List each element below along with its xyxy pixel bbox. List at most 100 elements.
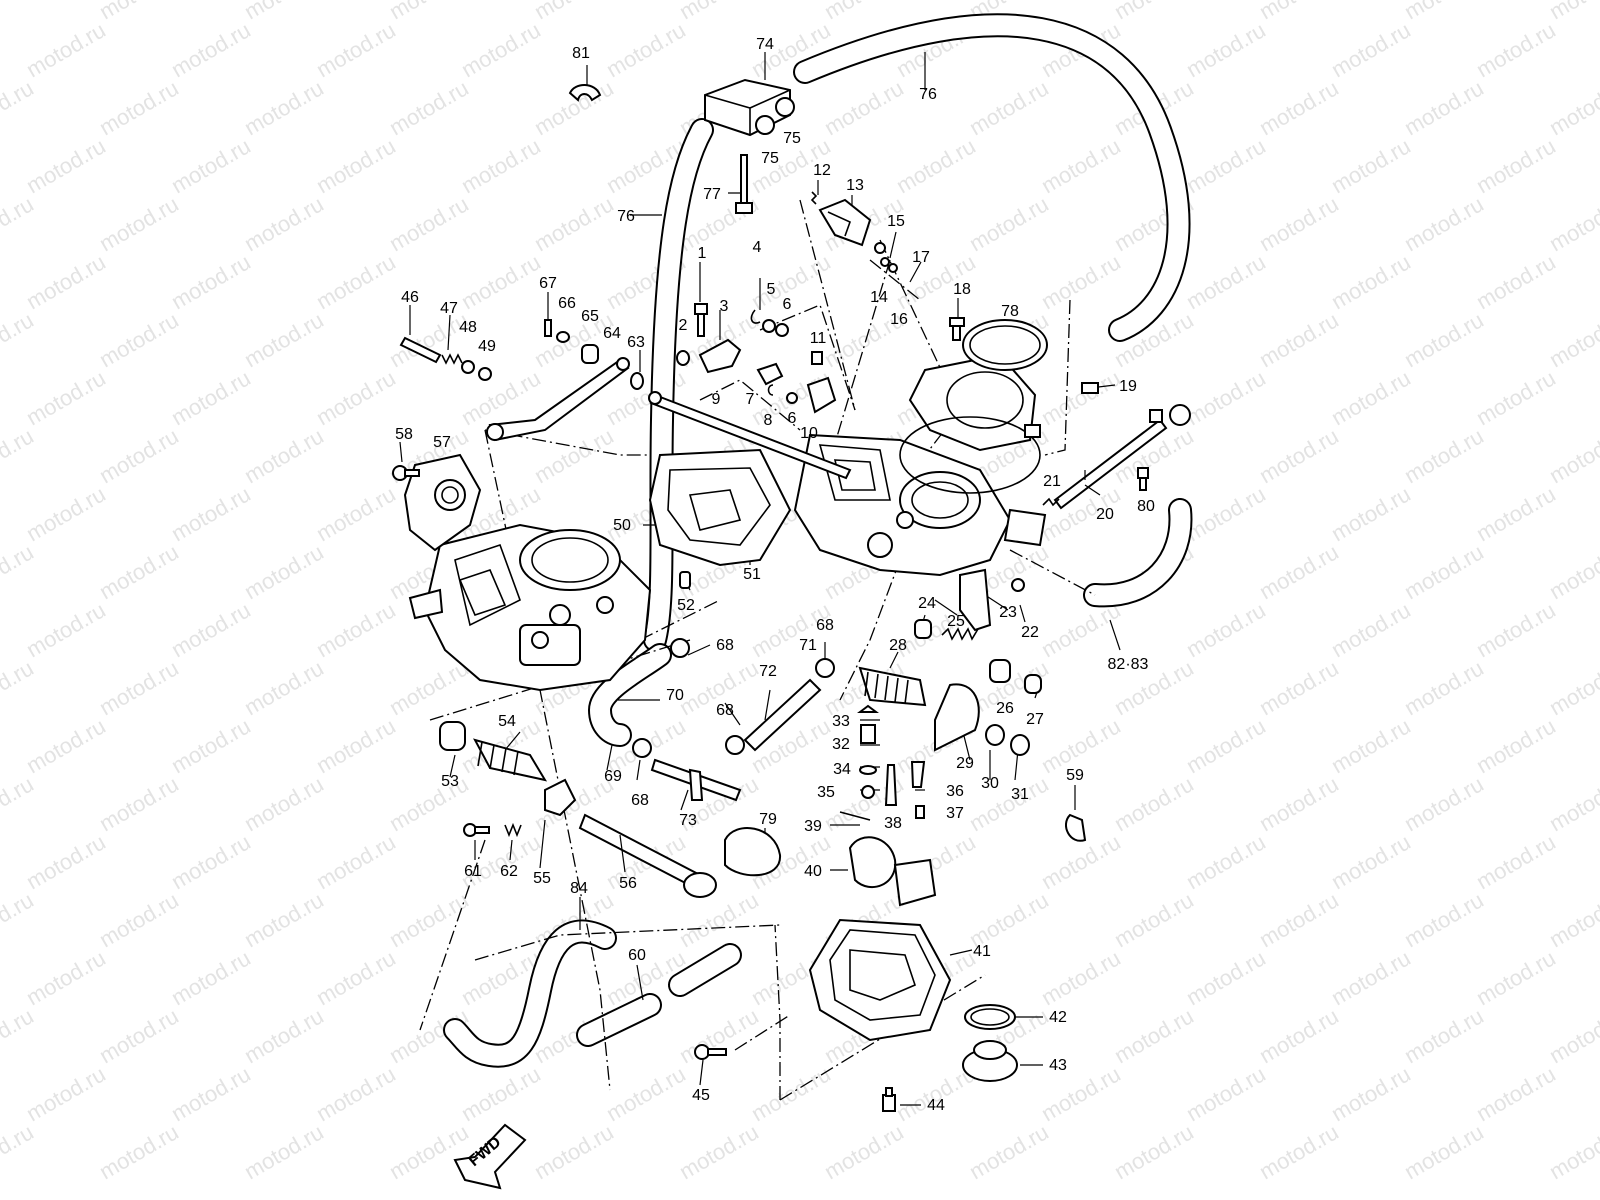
watermark-text: motod.ru (1255, 887, 1343, 952)
watermark-text: motod.ru (1327, 597, 1415, 662)
callout-7: 7 (746, 391, 755, 408)
watermark-text: motod.ru (0, 1003, 38, 1068)
callout-55: 55 (533, 870, 551, 887)
watermark-text: motod.ru (240, 423, 328, 488)
callout-68-c: 68 (716, 702, 734, 719)
callout-54: 54 (498, 713, 516, 730)
watermark-text: motod.ru (1327, 133, 1415, 198)
watermark-text: motod.ru (457, 1061, 545, 1126)
callout-14: 14 (870, 289, 888, 306)
watermark-text: motod.ru (457, 249, 545, 314)
watermark-text: motod.ru (1037, 365, 1125, 430)
cover-plate-50 (648, 448, 792, 567)
callout-64: 64 (603, 325, 621, 342)
watermark-text: motod.ru (312, 713, 400, 778)
watermark-text: motod.ru (1472, 133, 1560, 198)
callout-84: 84 (570, 880, 588, 897)
watermark-text: motod.ru (1182, 133, 1270, 198)
callout-18: 18 (953, 281, 971, 298)
watermark-text: motod.ru (820, 1119, 908, 1184)
callout-37: 37 (946, 805, 964, 822)
callout-63: 63 (627, 334, 645, 351)
watermark-text: motod.ru (167, 17, 255, 82)
watermark-text: motod.ru (675, 1003, 763, 1068)
watermark-text: motod.ru (1182, 597, 1270, 662)
watermark-text: motod.ru (1545, 75, 1600, 140)
callout-30: 30 (981, 775, 999, 792)
watermark-text: motod.ru (95, 1003, 183, 1068)
watermark-text: motod.ru (95, 887, 183, 952)
hose-70 (588, 643, 672, 747)
watermark-text: motod.ru (312, 597, 400, 662)
callout-58: 58 (395, 426, 413, 443)
watermark-text: motod.ru (1545, 191, 1600, 256)
hose-82-83 (1083, 498, 1193, 608)
watermark-text: motod.ru (167, 365, 255, 430)
callout-10: 10 (800, 425, 818, 442)
watermark-text: motod.ru (1472, 365, 1560, 430)
sensor-57 (403, 453, 482, 552)
watermark-text: motod.ru (1472, 945, 1560, 1010)
watermark-text: motod.ru (1472, 597, 1560, 662)
watermark-text: motod.ru (1255, 771, 1343, 836)
watermark-text: motod.ru (1327, 829, 1415, 894)
callout-67: 67 (539, 275, 557, 292)
watermark-text: motod.ru (0, 191, 38, 256)
watermark-text: motod.ru (240, 307, 328, 372)
callout-48: 48 (459, 319, 477, 336)
callout-50: 50 (613, 517, 631, 534)
callout-76-top: 76 (919, 86, 937, 103)
hose-84 (443, 919, 617, 1068)
watermark-text: motod.ru (1255, 0, 1343, 24)
watermark-text: motod.ru (167, 249, 255, 314)
watermark-text: motod.ru (385, 1119, 473, 1184)
watermark-text: motod.ru (1110, 771, 1198, 836)
watermark-text: motod.ru (602, 1061, 690, 1126)
callout-6-bottom: 6 (788, 410, 797, 427)
watermark-text: motod.ru (1327, 365, 1415, 430)
watermark-text: motod.ru (1182, 481, 1270, 546)
watermark-text: motod.ru (240, 655, 328, 720)
callout-73: 73 (679, 812, 697, 829)
watermark-text: motod.ru (1400, 655, 1488, 720)
hose-60 (576, 943, 742, 1047)
callout-13: 13 (846, 177, 864, 194)
callout-24: 24 (918, 595, 936, 612)
watermark-text: motod.ru (1182, 713, 1270, 778)
watermark-text: motod.ru (965, 1119, 1053, 1184)
watermark-text: motod.ru (167, 481, 255, 546)
watermark-text: motod.ru (1327, 1061, 1415, 1126)
watermark-text: motod.ru (1472, 713, 1560, 778)
watermark-text: motod.ru (1110, 1119, 1198, 1184)
callout-9: 9 (712, 391, 721, 408)
callout-6-top: 6 (783, 296, 792, 313)
watermark-text: motod.ru (312, 249, 400, 314)
watermark-text: motod.ru (240, 539, 328, 604)
throttle-shaft-9 (648, 391, 852, 480)
callout-labels: 81 74 76 75 75 77 76 12 13 15 17 14 16 1… (395, 36, 1155, 1114)
watermark-text: motod.ru (1327, 713, 1415, 778)
watermark-text: motod.ru (312, 829, 400, 894)
callout-57: 57 (433, 434, 451, 451)
callout-4: 4 (753, 239, 762, 256)
leader-lines (399, 52, 1121, 1106)
callout-43: 43 (1049, 1057, 1067, 1074)
callout-27: 27 (1026, 711, 1044, 728)
callout-35: 35 (817, 784, 835, 801)
callout-34: 34 (833, 761, 851, 778)
watermark-text: motod.ru (457, 829, 545, 894)
watermark-text: motod.ru (1037, 945, 1125, 1010)
callout-22: 22 (1021, 624, 1039, 641)
callout-40: 40 (804, 863, 822, 880)
watermark-text: motod.ru (965, 771, 1053, 836)
watermark-text: motod.ru (95, 1119, 183, 1184)
watermark-text: motod.ru (240, 191, 328, 256)
watermark-text: motod.ru (1545, 887, 1600, 952)
intake-flange-78 (899, 319, 1048, 494)
watermark-text: motod.ru (0, 655, 38, 720)
callout-20: 20 (1096, 506, 1114, 523)
watermark-text: motod.ru (965, 75, 1053, 140)
watermark-text: motod.ru (530, 191, 618, 256)
callout-62: 62 (500, 863, 518, 880)
